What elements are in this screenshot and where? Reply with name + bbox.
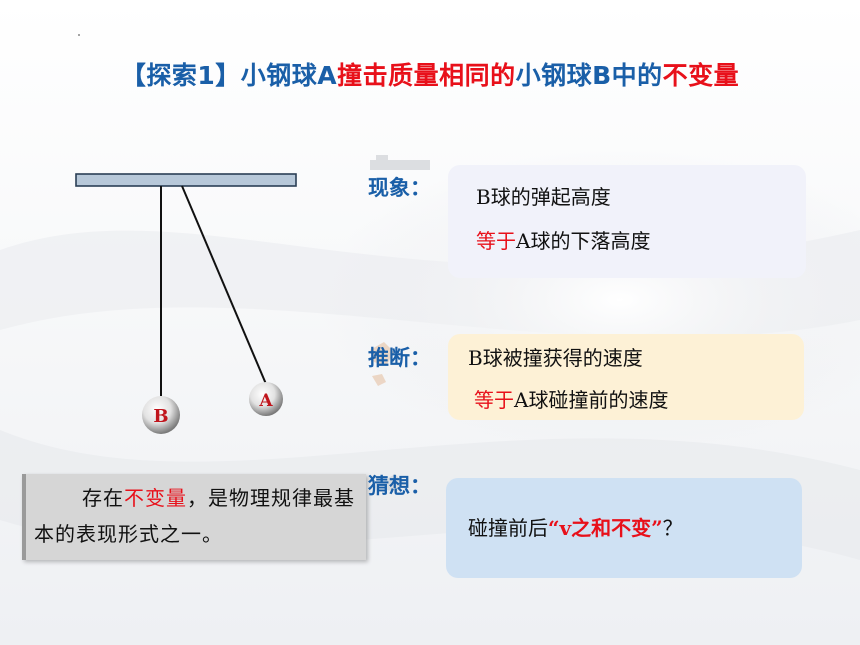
title-part4: 不变量 (662, 61, 740, 90)
inference-equal: 等于 (474, 388, 514, 412)
note-post: ，是物理规律最基本的表现形式之一。 (34, 486, 355, 546)
inference-line2: 等于A球碰撞前的速度 (474, 384, 668, 413)
page-title: 【探索1】小钢球A撞击质量相同的小钢球B中的不变量 (0, 56, 860, 92)
inference-card: B球被撞获得的速度 等于A球碰撞前的速度 (448, 334, 804, 420)
phenomenon-line2-rest: A球的下落高度 (516, 229, 651, 253)
note-box: 存在不变量，是物理规律最基本的表现形式之一。 (22, 474, 366, 560)
ball-a (249, 382, 283, 416)
guess-post: ？ (662, 516, 683, 540)
guess-pre: 碰撞前后 (468, 516, 548, 540)
support-bar (75, 173, 297, 187)
phenomenon-line2: 等于A球的下落高度 (476, 225, 650, 254)
string-a (181, 185, 267, 385)
pendulum-diagram: B A (75, 173, 297, 434)
note-highlight: 不变量 (124, 486, 187, 510)
title-part2: 撞击质量相同的 (337, 61, 516, 90)
ball-b-label: B (153, 406, 168, 427)
decorative-dot (78, 34, 80, 36)
ball-b (142, 396, 180, 434)
note-pre: 存在 (82, 486, 124, 510)
guess-quote: “v之和不变” (548, 516, 663, 540)
guess-card: 碰撞前后“v之和不变”？ (446, 478, 802, 578)
note-text: 存在不变量，是物理规律最基本的表现形式之一。 (34, 480, 364, 552)
phenomenon-label: 现象： (368, 176, 431, 200)
title-bracket: 【探索1】 (120, 61, 241, 90)
phenomenon-card: B球的弹起高度 等于A球的下落高度 (448, 165, 806, 278)
title-part3: 小钢球B中的 (515, 61, 663, 90)
inference-line1: B球被撞获得的速度 (468, 346, 643, 370)
title-part1: 小钢球A (240, 61, 338, 90)
guess-line: 碰撞前后“v之和不变”？ (468, 512, 683, 541)
inference-line2-rest: A球碰撞前的速度 (514, 388, 669, 412)
guess-label: 猜想： (368, 474, 431, 498)
ball-a-label: A (258, 391, 273, 411)
phenomenon-equal: 等于 (476, 229, 516, 253)
inference-label: 推断： (368, 346, 431, 370)
phenomenon-line1: B球的弹起高度 (476, 185, 611, 209)
